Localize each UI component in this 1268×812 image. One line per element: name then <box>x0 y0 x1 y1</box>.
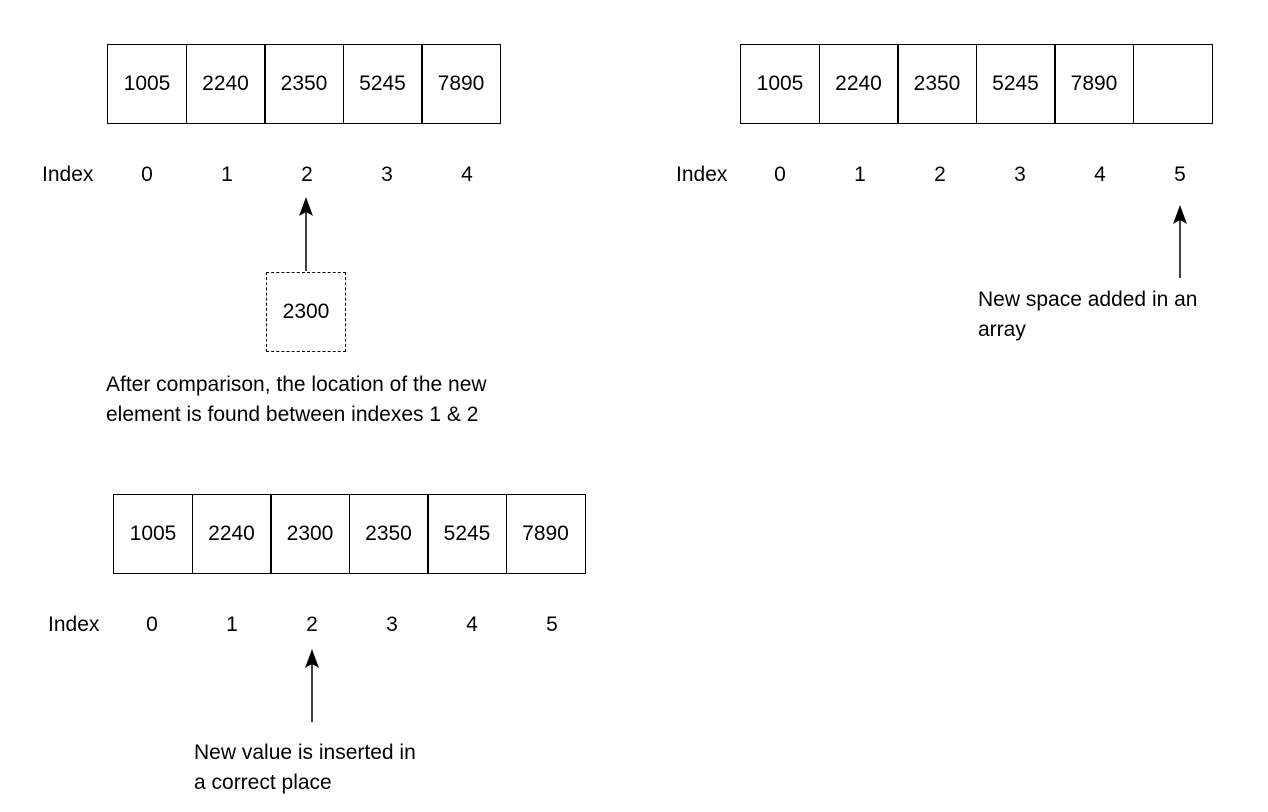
index-number: 4 <box>461 163 473 186</box>
index-number: 0 <box>141 163 153 186</box>
up-arrow-icon <box>299 197 313 271</box>
index-label: Index <box>42 163 94 186</box>
array-cell: 5245 <box>342 44 423 124</box>
index-number: 2 <box>306 613 318 636</box>
index-number: 0 <box>146 613 158 636</box>
array-cell: 5245 <box>975 44 1056 124</box>
index-number: 5 <box>1174 163 1186 186</box>
array-cell: 2300 <box>270 494 350 574</box>
up-arrow-icon <box>1173 205 1187 278</box>
index-number: 1 <box>221 163 233 186</box>
up-arrow-icon <box>305 649 319 722</box>
index-number: 2 <box>301 163 313 186</box>
array-cell: 2350 <box>348 494 429 574</box>
inserted-caption: New value is inserted in a correct place <box>194 741 416 794</box>
array-cell: 1005 <box>107 44 187 124</box>
index-number: 2 <box>934 163 946 186</box>
index-number: 3 <box>381 163 393 186</box>
array-cell: 2240 <box>191 494 272 574</box>
array-cell: 1005 <box>740 44 820 124</box>
index-number: 4 <box>466 613 478 636</box>
array-cell: 1005 <box>113 494 193 574</box>
array-cell: 7890 <box>505 494 586 574</box>
original-array: 1005 2240 2350 5245 7890 <box>107 44 501 124</box>
final-array: 1005 2240 2300 2350 5245 7890 <box>113 494 586 574</box>
index-number: 1 <box>226 613 238 636</box>
index-number: 5 <box>546 613 558 636</box>
array-cell: 7890 <box>1054 44 1134 124</box>
index-number: 3 <box>1014 163 1026 186</box>
array-cell: 2240 <box>185 44 266 124</box>
index-number: 3 <box>386 613 398 636</box>
index-number: 1 <box>854 163 866 186</box>
new-element-box: 2300 <box>266 272 346 352</box>
index-number: 4 <box>1094 163 1106 186</box>
final-index-row: Index 0 1 2 3 4 5 <box>48 610 648 640</box>
index-label: Index <box>676 163 728 186</box>
expanded-index-row: Index 0 1 2 3 4 5 <box>676 160 1268 190</box>
array-cell: 5245 <box>427 494 507 574</box>
array-cell: 2350 <box>897 44 977 124</box>
index-label: Index <box>48 613 100 636</box>
new-space-caption: New space added in an array <box>978 288 1198 341</box>
array-cell: 7890 <box>421 44 501 124</box>
comparison-caption: After comparison, the location of the ne… <box>106 373 487 426</box>
index-number: 0 <box>774 163 786 186</box>
array-empty-cell <box>1132 44 1213 124</box>
array-cell: 2350 <box>264 44 344 124</box>
array-cell: 2240 <box>818 44 899 124</box>
original-index-row: Index 0 1 2 3 4 <box>42 160 642 190</box>
expanded-array: 1005 2240 2350 5245 7890 <box>740 44 1213 124</box>
